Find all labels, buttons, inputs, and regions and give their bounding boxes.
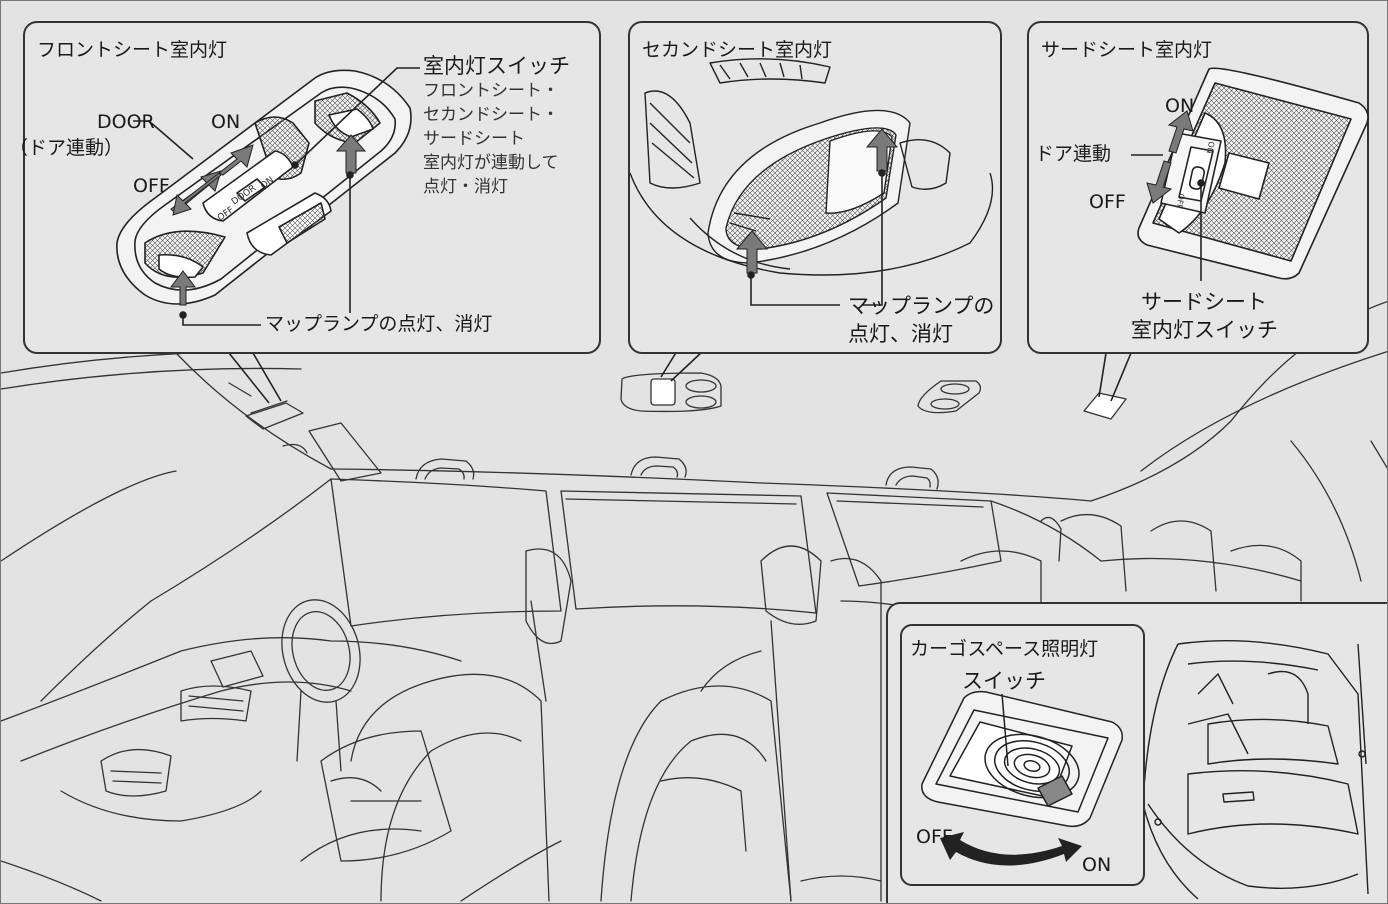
cargo-switch-label: スイッチ (962, 669, 1046, 693)
second-panel-title: セカンドシート室内灯 (642, 39, 833, 61)
second-lamp-illustration (630, 58, 994, 306)
second-room-lamp-panel: セカンドシート室内灯 (628, 21, 1002, 354)
cargo-light-illustration (921, 690, 1124, 866)
front-panel-title: フロントシート室内灯 (37, 39, 228, 61)
third-off-label: OFF (1089, 191, 1126, 213)
front-switch-desc-2: セカンドシート・ (423, 105, 559, 125)
third-panel-title: サードシート室内灯 (1041, 39, 1213, 61)
cargo-inset-panel: カーゴスペース照明灯 スイッチ OFF ON (900, 624, 1145, 886)
second-map-lamp-label-1: マップランプの (848, 294, 995, 318)
front-on-label: ON (211, 111, 241, 133)
cargo-panel-title: カーゴスペース照明灯 (910, 638, 1099, 660)
second-map-lamp-label-2: 点灯、消灯 (848, 322, 953, 346)
third-switch-label-1: サードシート (1141, 290, 1267, 314)
cargo-off-label: OFF (916, 826, 953, 848)
third-switch-label-2: 室内灯スイッチ (1131, 318, 1278, 342)
front-switch-label: 室内灯スイッチ (423, 54, 570, 78)
cargo-on-label: ON (1082, 854, 1112, 876)
third-lamp-illustration: ON OFF (1131, 67, 1369, 281)
cargo-switch-arrow (940, 832, 1082, 866)
front-door-label: DOOR (97, 111, 155, 133)
third-door-label: ドア連動 (1035, 143, 1112, 165)
front-switch-desc-3: サードシート (423, 129, 525, 149)
third-room-lamp-panel: サードシート室内灯 ON OFF (1027, 21, 1369, 354)
third-on-label: ON (1165, 95, 1195, 117)
front-map-lamp-label: マップランプの点灯、消灯 (265, 313, 493, 335)
front-room-lamp-panel: フロントシート室内灯 OFF DOOR ON (9, 21, 601, 354)
front-door-jp-label: （ドア連動） (9, 137, 124, 159)
front-switch-desc-1: フロントシート・ (423, 81, 559, 101)
third-switch-off-text: OFF (1174, 193, 1186, 210)
front-switch-desc-5: 点灯・消灯 (423, 177, 508, 197)
third-switch-on-text: ON (1205, 141, 1216, 155)
cargo-light-panel: カーゴスペース照明灯 スイッチ OFF ON (886, 602, 1387, 903)
front-off-label: OFF (133, 175, 170, 197)
front-lamp-illustration: OFF DOOR ON (116, 67, 420, 326)
front-switch-desc-4: 室内灯が連動して (423, 153, 559, 173)
